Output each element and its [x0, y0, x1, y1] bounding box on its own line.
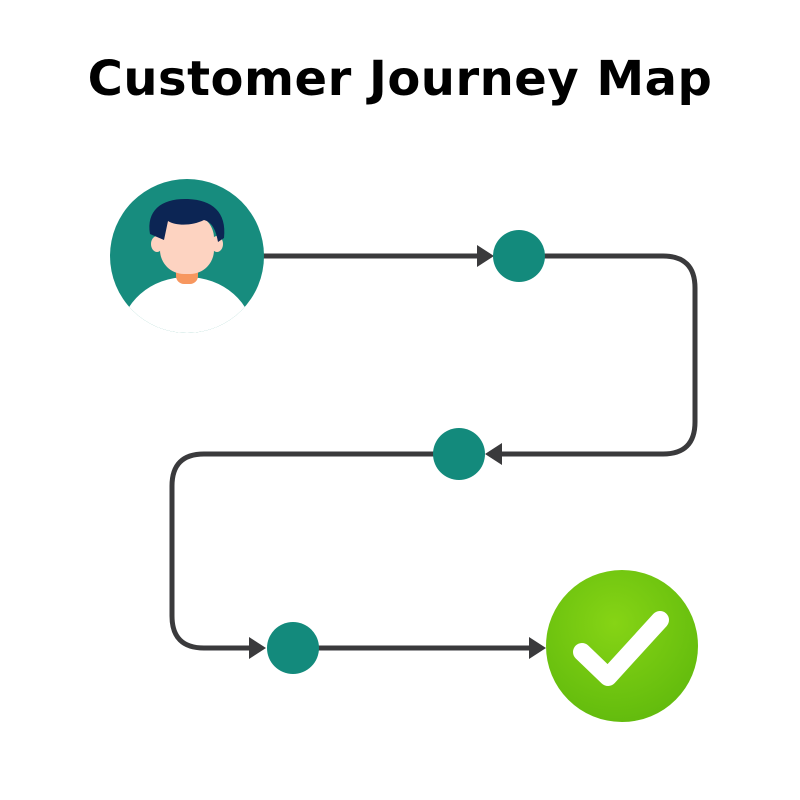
arrow-right-icon — [477, 245, 494, 267]
step-node-2 — [433, 428, 485, 480]
step-node-3 — [267, 622, 319, 674]
path-segment-3 — [169, 451, 436, 651]
arrow-right-icon — [529, 637, 546, 659]
customer-avatar-icon — [110, 179, 264, 333]
page-title: Customer Journey Map — [87, 51, 713, 107]
arrow-left-icon — [485, 443, 502, 465]
path-segment-2 — [499, 253, 698, 457]
checkmark-icon — [546, 570, 698, 722]
journey-path — [169, 253, 698, 651]
arrowheads — [249, 245, 546, 659]
step-node-1 — [493, 230, 545, 282]
arrow-right-icon — [249, 637, 266, 659]
